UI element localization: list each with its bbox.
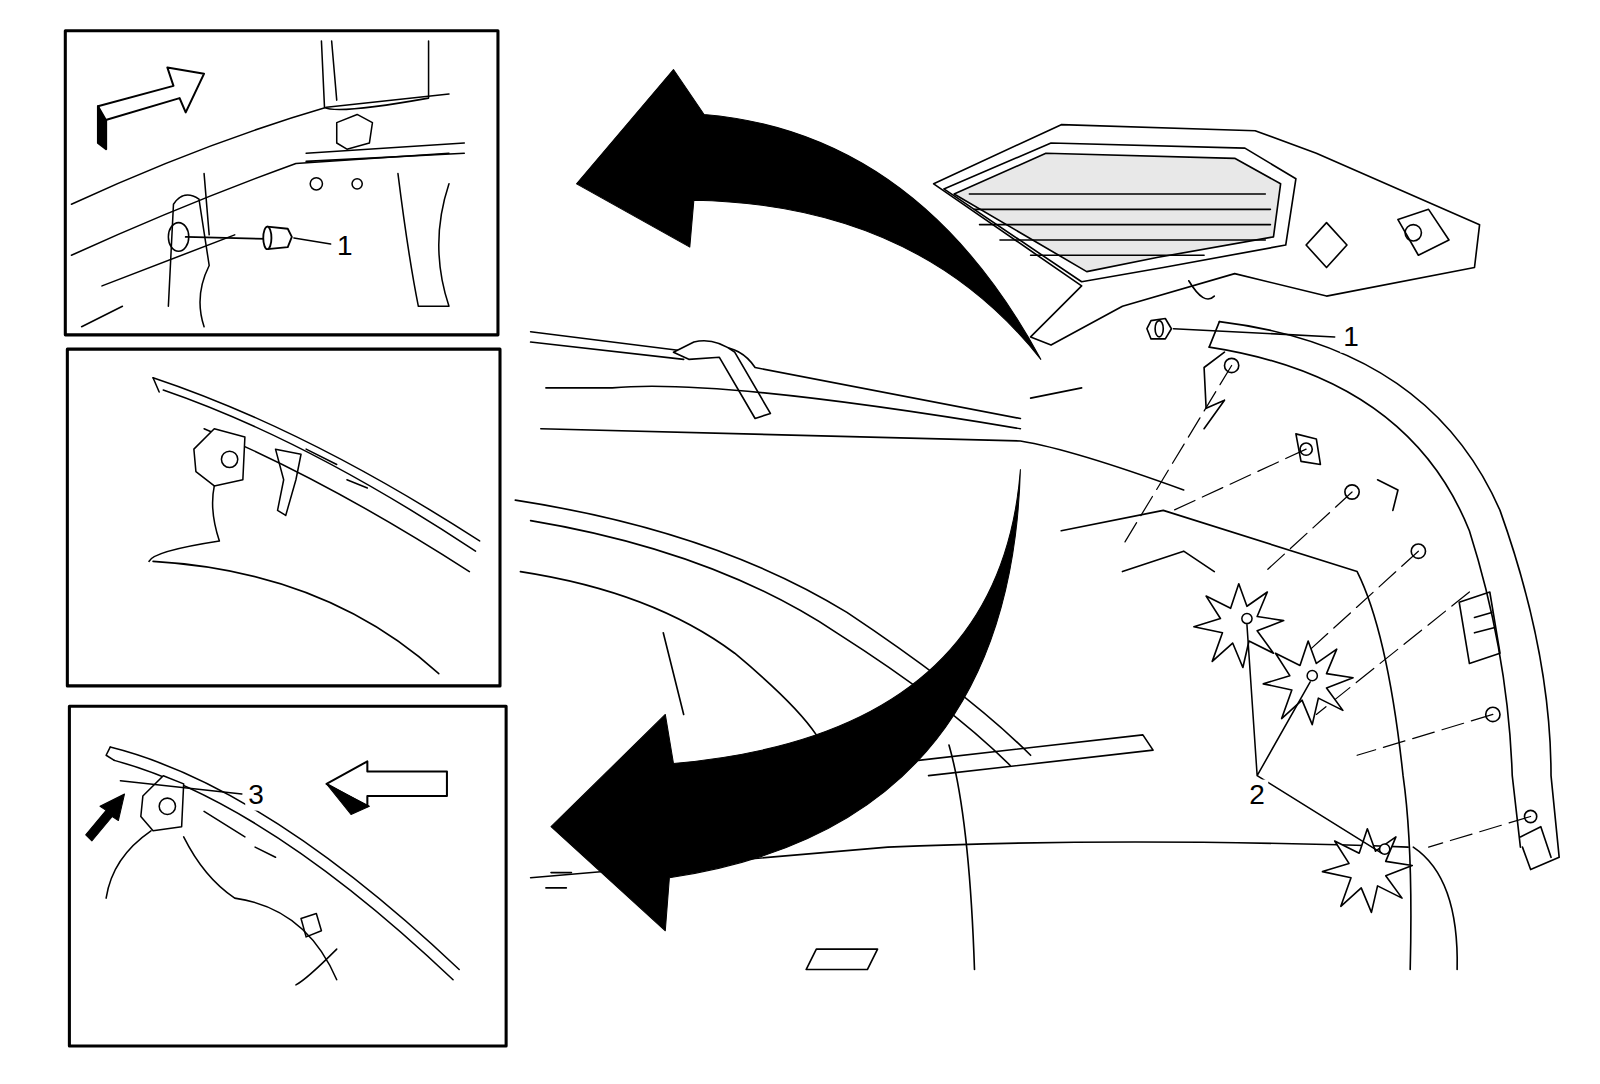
leader-line <box>294 238 331 244</box>
callout-number: 2 <box>1246 779 1268 810</box>
arrow-shadow <box>327 784 370 815</box>
rear-fascia <box>1204 322 1559 870</box>
callout-number: 3 <box>245 779 267 810</box>
alignment-line <box>1122 365 1530 847</box>
inset-frame <box>65 31 498 335</box>
leader-line <box>1247 625 1382 854</box>
leader-line <box>120 781 241 794</box>
inset-frame <box>67 349 500 686</box>
curved-arrow <box>577 70 1041 360</box>
leader-line <box>1173 329 1334 337</box>
bolt <box>1147 319 1171 339</box>
direction-arrow <box>98 68 204 121</box>
push-arrow <box>86 794 125 841</box>
callout-number: 1 <box>334 231 356 262</box>
inset-fascia <box>149 378 480 674</box>
retainer <box>1242 613 1390 854</box>
arrow-shadow <box>98 106 106 149</box>
inset-body <box>71 41 464 327</box>
retainer-burst <box>1194 584 1412 913</box>
inset-frame <box>69 706 506 1046</box>
screw <box>186 227 292 249</box>
callout-number: 1 <box>1340 321 1362 352</box>
liftgate <box>934 125 1480 345</box>
fastener-hole <box>1224 358 1536 822</box>
inset-fascia <box>106 747 459 985</box>
